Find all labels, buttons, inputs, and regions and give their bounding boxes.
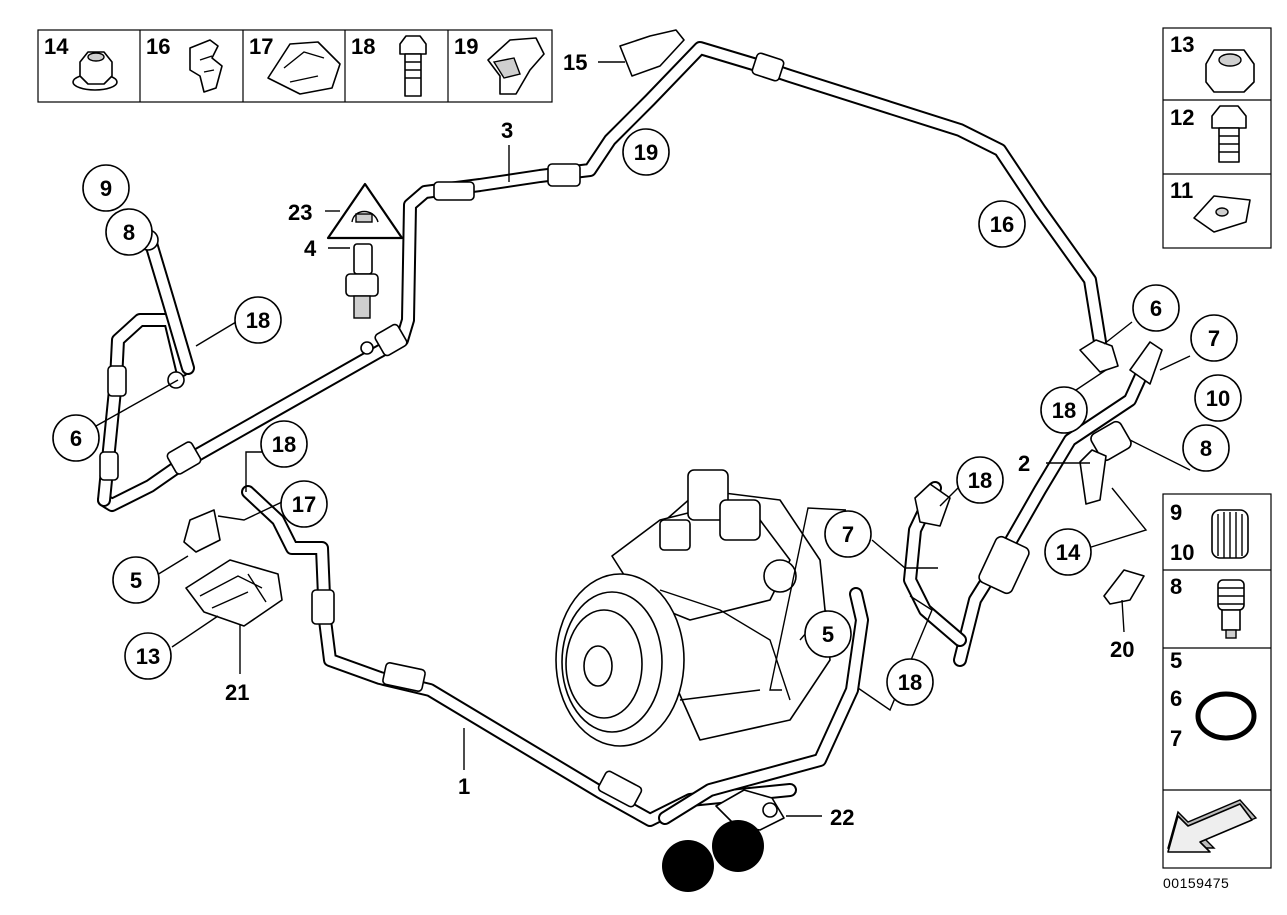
holder-bracket-icon	[662, 789, 785, 892]
table-cell-number: 14	[44, 34, 69, 59]
hex-nut-icon	[1205, 49, 1255, 93]
table-cell-number: 7	[1170, 726, 1182, 751]
table-cell-number: 9	[1170, 500, 1182, 525]
hex-nut-icon	[72, 51, 118, 91]
callout-21: 21	[225, 680, 249, 705]
document-id: 00159475	[1163, 875, 1229, 891]
table-cell-number: 17	[249, 34, 273, 59]
callout-18: 18	[260, 420, 308, 468]
callout-16: 16	[978, 200, 1026, 248]
pipe-line-2	[953, 349, 1157, 667]
mounting-bracket-icon	[185, 559, 283, 627]
table-frame	[1162, 493, 1272, 869]
pipe-line-1	[241, 485, 797, 827]
callout-7: 7	[824, 510, 872, 558]
callout-18: 18	[234, 296, 282, 344]
service-valve-icon	[1217, 579, 1245, 639]
bolt-icon	[1211, 105, 1247, 163]
callout-3: 3	[501, 118, 513, 143]
warning-label-icon	[326, 182, 404, 240]
table-frame	[37, 29, 553, 103]
callout-10: 10	[1194, 374, 1242, 422]
svg-text:6: 6	[70, 426, 82, 451]
svg-text:18: 18	[1052, 398, 1076, 423]
svg-text:19: 19	[634, 140, 658, 165]
hose-clip-icon	[189, 39, 223, 93]
callout-6: 6	[52, 414, 100, 462]
svg-text:18: 18	[272, 432, 296, 457]
pipe-line-5	[658, 587, 869, 825]
table-cell-number: 18	[351, 34, 375, 59]
table-cell-number: 11	[1170, 178, 1193, 203]
bolt-icon	[399, 35, 427, 97]
callout-1: 1	[458, 774, 470, 799]
svg-text:18: 18	[246, 308, 270, 333]
svg-text:6: 6	[1150, 296, 1162, 321]
callout-15: 15	[563, 50, 587, 75]
table-cell-number: 16	[146, 34, 170, 59]
callout-19: 19	[622, 128, 670, 176]
clip-nut-icon	[1193, 195, 1251, 233]
black-dot-marker	[712, 820, 764, 872]
valve-cap-icon	[1211, 509, 1249, 559]
callout-18: 18	[1040, 386, 1088, 434]
pressure-switch-icon	[345, 243, 379, 319]
svg-text:7: 7	[1208, 326, 1220, 351]
table-cell-number: 19	[454, 34, 478, 59]
ac-compressor-icon	[555, 469, 831, 747]
callout-2: 2	[1018, 451, 1030, 476]
pipe-holder-icon	[487, 37, 545, 95]
callout-18: 18	[956, 456, 1004, 504]
svg-text:5: 5	[130, 568, 142, 593]
callout-17: 17	[280, 480, 328, 528]
svg-text:8: 8	[1200, 436, 1212, 461]
callout-22: 22	[830, 805, 854, 830]
svg-text:16: 16	[990, 212, 1014, 237]
pipe-line-3	[97, 41, 1107, 512]
right-parts-table: 13 12 11 9 10 8 5 6 7	[1162, 27, 1272, 869]
callout-5: 5	[804, 610, 852, 658]
svg-text:5: 5	[822, 622, 834, 647]
bracket-clip-icon	[267, 41, 341, 95]
svg-text:14: 14	[1056, 540, 1081, 565]
svg-text:8: 8	[123, 220, 135, 245]
leader-lines	[95, 61, 1191, 817]
callout-8: 8	[105, 208, 153, 256]
black-dot-marker	[662, 840, 714, 892]
callout-20: 20	[1110, 637, 1134, 662]
callout-14: 14	[1044, 528, 1092, 576]
table-cell-number: 8	[1170, 574, 1182, 599]
svg-text:18: 18	[968, 468, 992, 493]
table-cell-number: 6	[1170, 686, 1182, 711]
callout-4: 4	[304, 236, 317, 261]
callout-7: 7	[1190, 314, 1238, 362]
table-cell-number: 10	[1170, 540, 1194, 565]
svg-text:17: 17	[292, 492, 316, 517]
table-cell-number: 12	[1170, 105, 1194, 130]
callouts: 3 19 15 9 8 23 4 18 6 16 6 7 18 10 8 2 1…	[52, 50, 1242, 830]
table-cell-number: 13	[1170, 32, 1194, 57]
top-left-parts-table: 14 16 17 18 19	[37, 29, 553, 103]
table-cell-number: 5	[1170, 648, 1182, 673]
callout-8: 8	[1182, 424, 1230, 472]
pipe-clip-icon	[1103, 569, 1145, 605]
svg-text:10: 10	[1206, 386, 1230, 411]
table-frame	[1162, 27, 1272, 249]
svg-text:7: 7	[842, 522, 854, 547]
o-ring-icon	[1195, 691, 1257, 741]
callout-9: 9	[82, 164, 130, 212]
svg-text:18: 18	[898, 670, 922, 695]
direction-arrow-icon	[1167, 799, 1258, 853]
callout-5: 5	[112, 556, 160, 604]
callout-13: 13	[124, 632, 172, 680]
callout-6: 6	[1132, 284, 1180, 332]
callout-18: 18	[886, 658, 934, 706]
callout-23: 23	[288, 200, 312, 225]
svg-text:13: 13	[136, 644, 160, 669]
svg-text:9: 9	[100, 176, 112, 201]
